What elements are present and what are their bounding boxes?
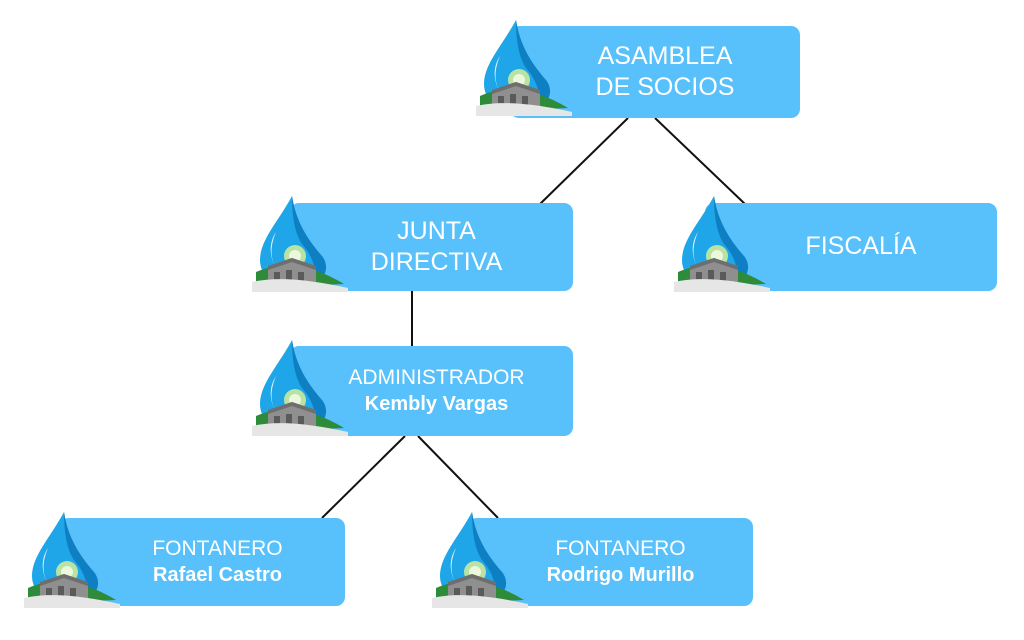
node-person-name: Rodrigo Murillo [546,563,695,586]
node-title: FONTANERO [555,537,686,561]
water-drop-building-icon [248,192,348,292]
node-title: FISCALÍA [805,232,917,261]
node-title: ASAMBLEA [597,41,733,70]
water-drop-building-icon [428,508,528,608]
connector-asamblea-fiscalia [654,117,746,205]
node-title-line2: DE SOCIOS [595,73,735,101]
node-person-name: Kembly Vargas [364,392,509,415]
node-fontanero-1: FONTANERO Rafael Castro [60,518,345,606]
node-fiscalia: FISCALÍA [705,203,997,291]
water-drop-building-icon [248,336,348,436]
node-junta-directiva: JUNTA DIRECTIVA [290,203,573,291]
node-title: FONTANERO [152,537,283,561]
water-drop-building-icon [670,192,770,292]
node-asamblea-de-socios: ASAMBLEA DE SOCIOS [510,26,800,118]
connector-admin-fontanero1 [321,435,406,519]
water-drop-building-icon [472,16,572,116]
node-title: ADMINISTRADOR [348,366,525,390]
water-drop-building-icon [20,508,120,608]
node-title-line2: DIRECTIVA [370,248,503,276]
node-title: JUNTA [397,216,476,245]
connector-admin-fontanero2 [417,435,499,519]
node-administrador: ADMINISTRADOR Kembly Vargas [290,346,573,436]
node-fontanero-2: FONTANERO Rodrigo Murillo [468,518,753,606]
node-person-name: Rafael Castro [153,563,282,586]
connector-asamblea-junta [539,117,629,205]
